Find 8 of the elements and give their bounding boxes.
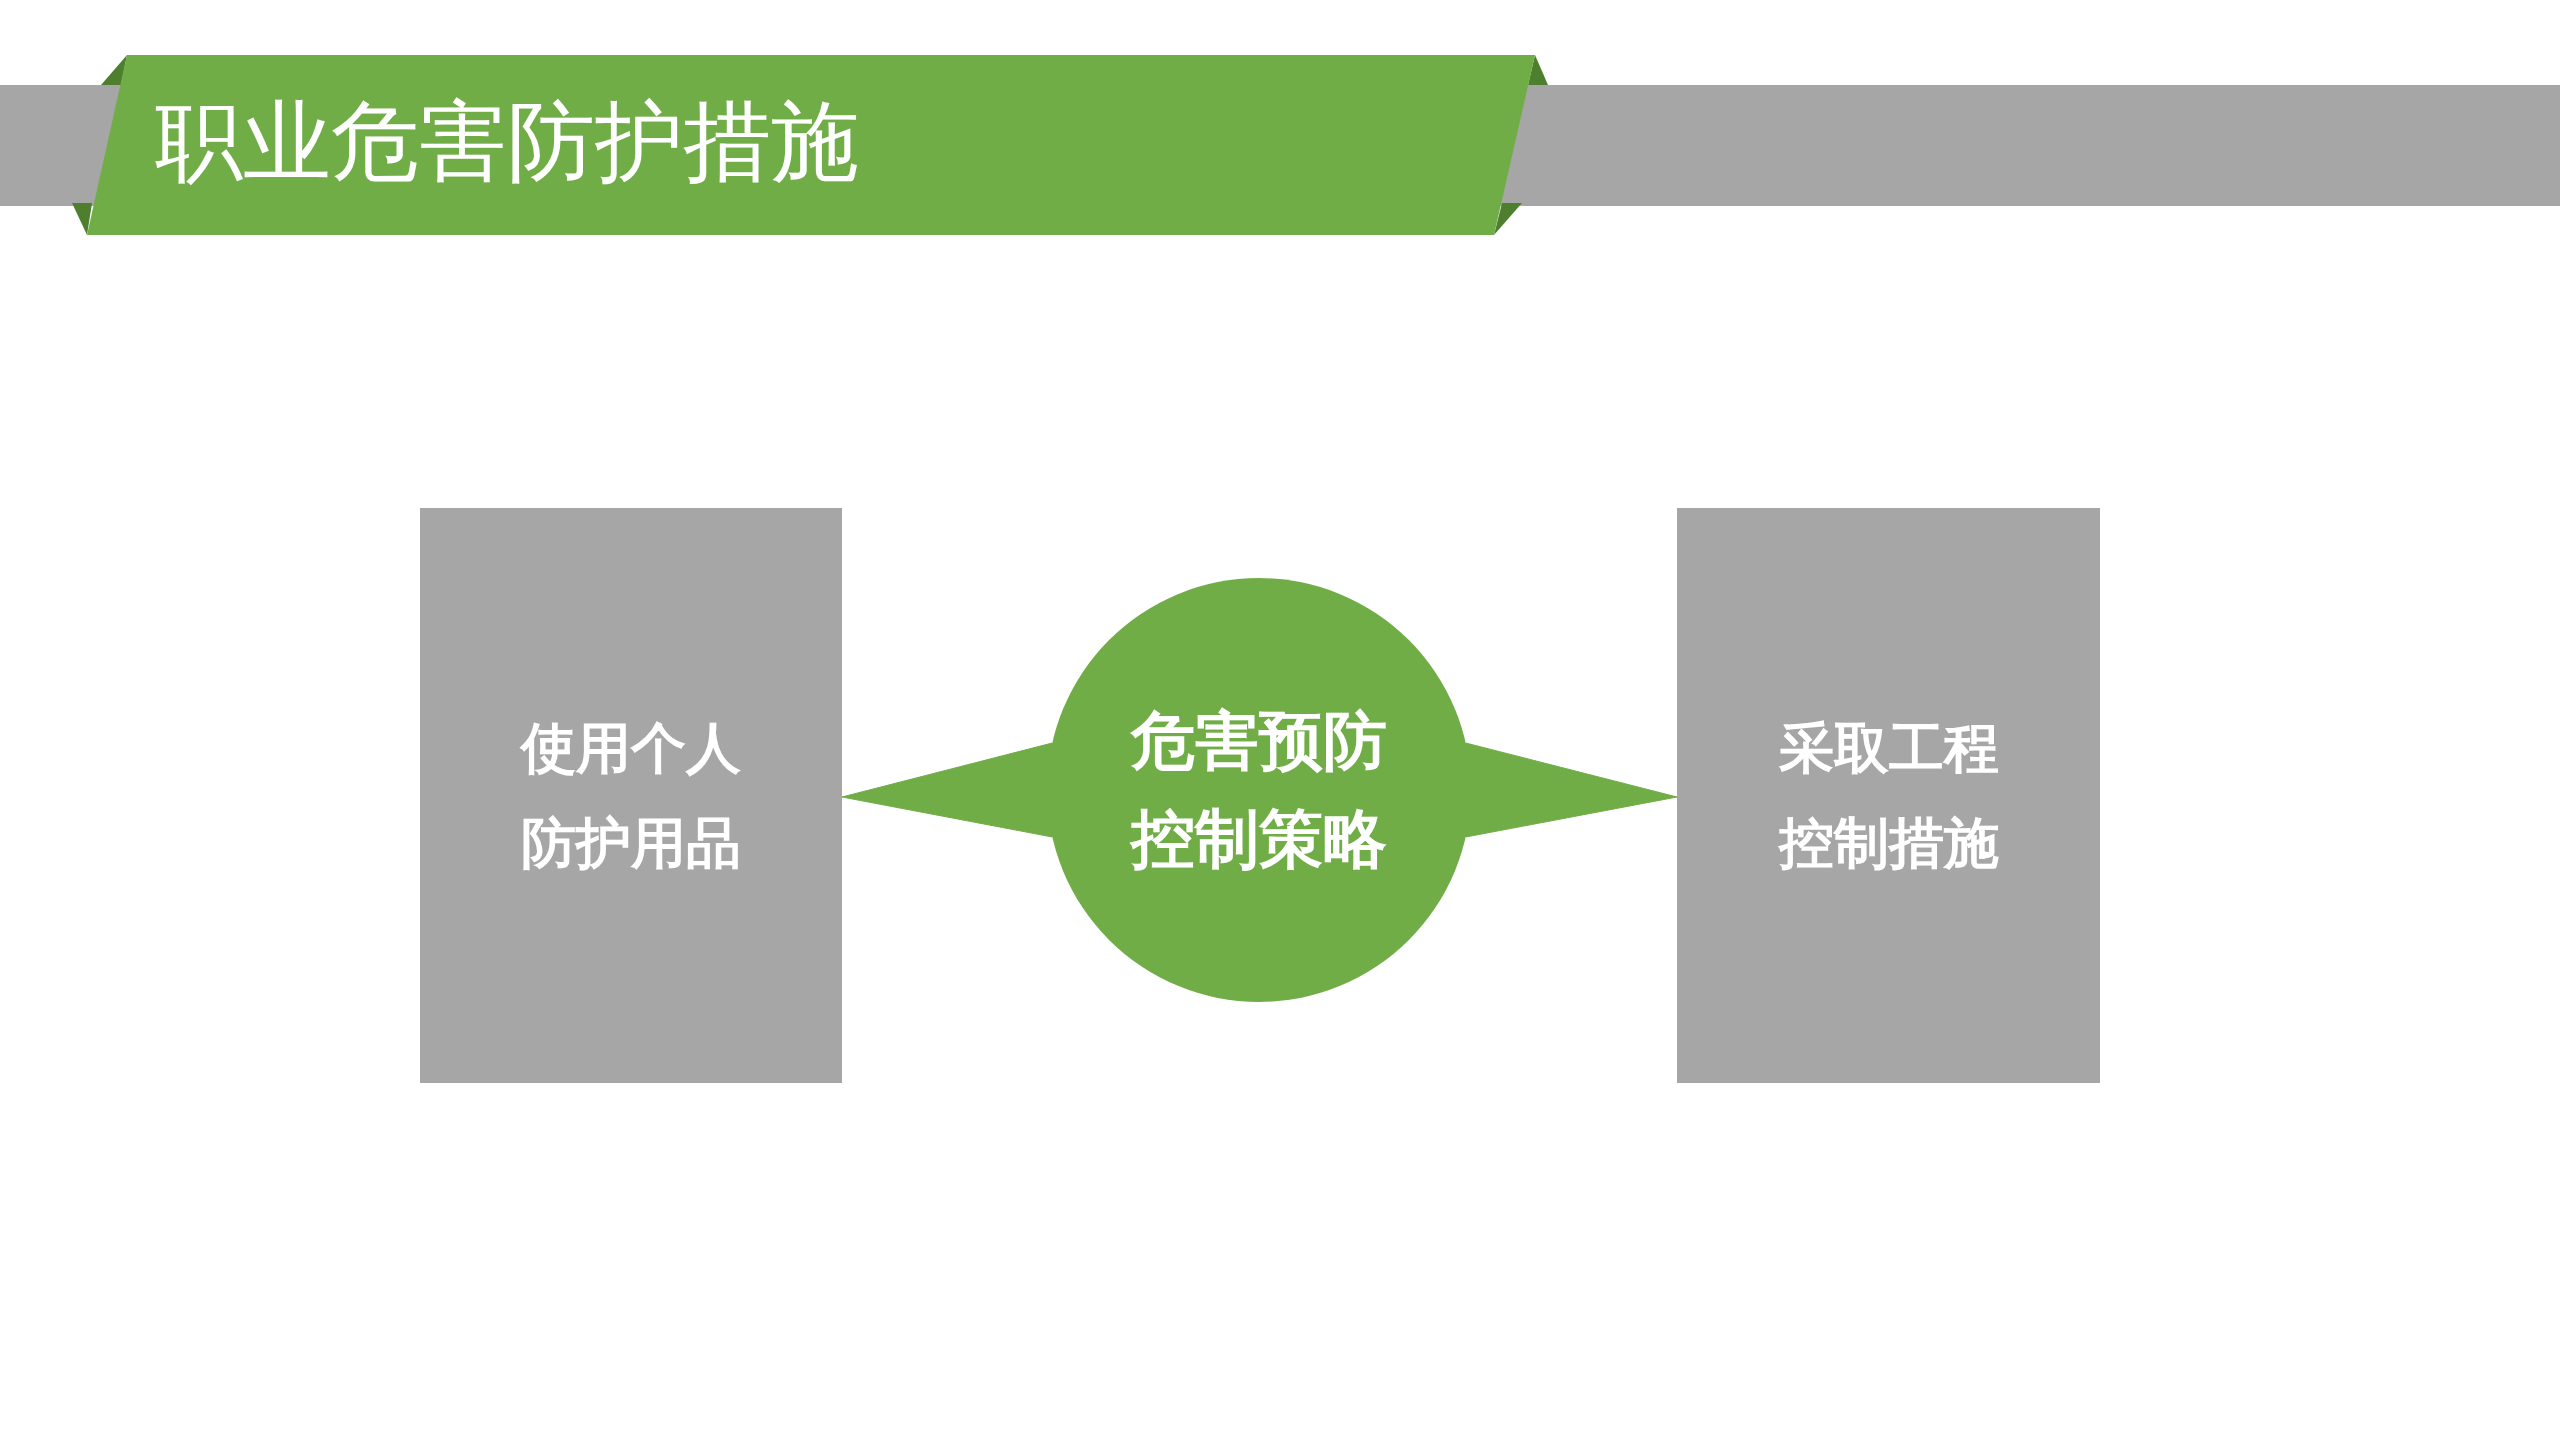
- pointer-wedge: [1465, 742, 1678, 838]
- node-label: 使用个人防护用品: [518, 714, 742, 877]
- measure-box: [1677, 508, 2100, 1083]
- pointer-wedge: [841, 742, 1053, 838]
- node-label: 危害预防控制策略: [1128, 703, 1388, 878]
- node-label: 采取工程控制措施: [1777, 714, 2000, 877]
- title: 职业危害防护措施: [155, 89, 859, 195]
- measure-box: [420, 508, 842, 1083]
